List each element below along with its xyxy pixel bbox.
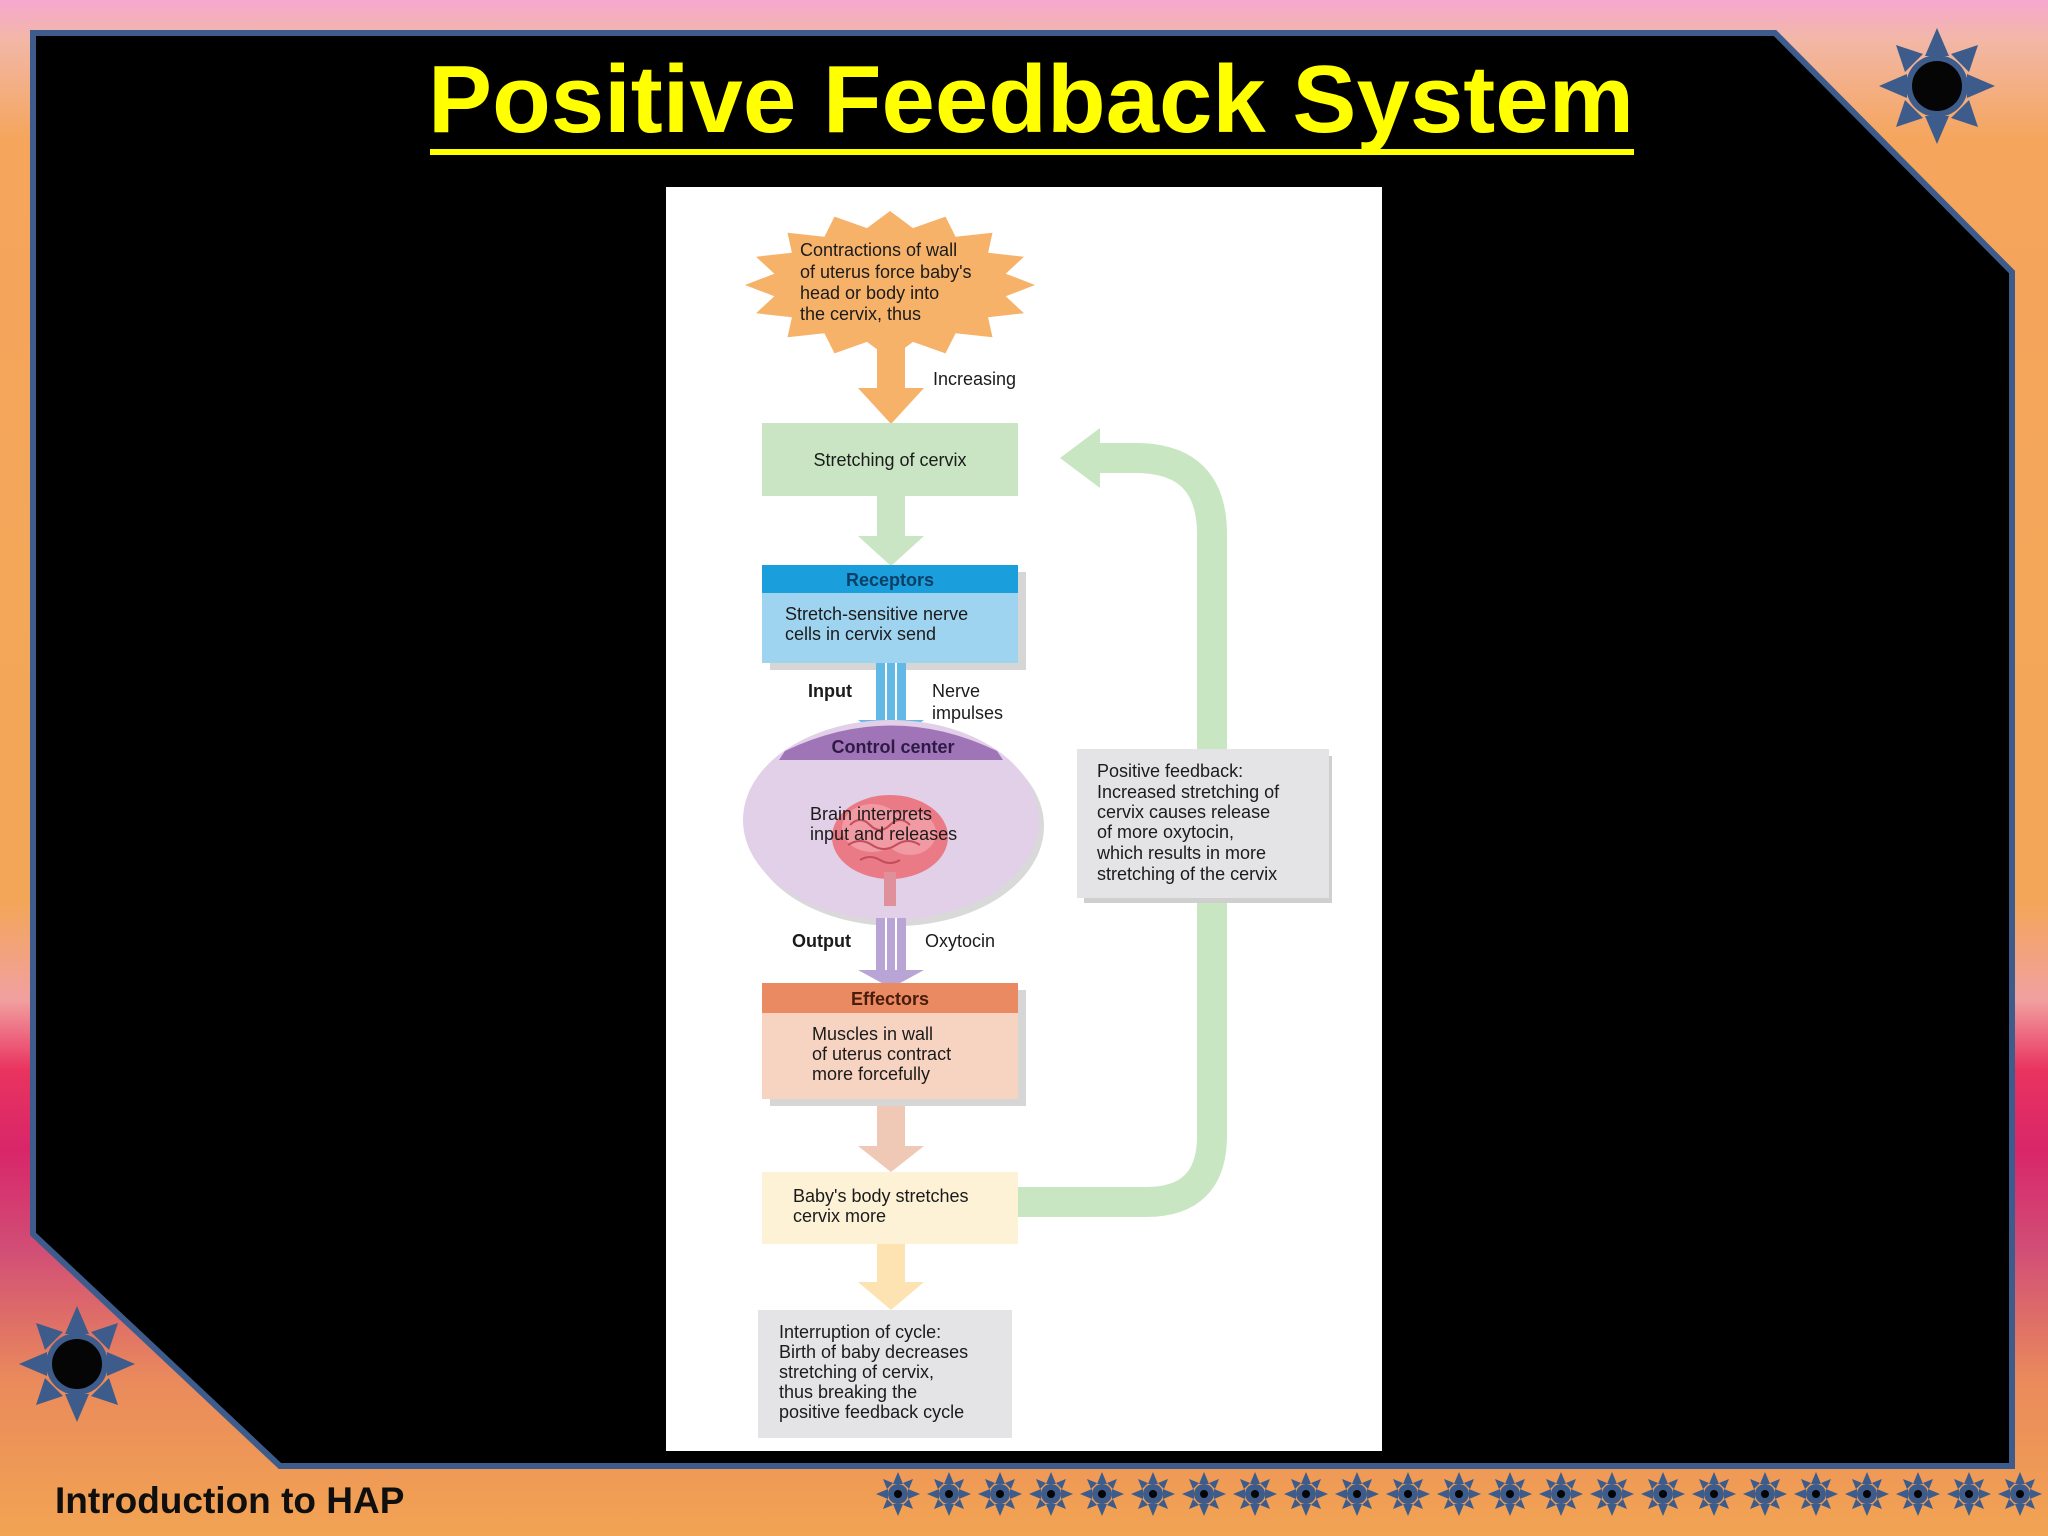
flower-icon xyxy=(1335,1472,1379,1516)
sun-icon xyxy=(19,1306,135,1422)
brain-icon xyxy=(832,795,948,906)
feedback-diagram: Contractions of wall of uterus force bab… xyxy=(743,211,1332,1438)
stimulus-line-2: of uterus force baby's xyxy=(800,262,972,282)
effectors-line-2: of uterus contract xyxy=(812,1044,951,1064)
flower-icon xyxy=(1845,1472,1889,1516)
flower-icon xyxy=(1998,1472,2042,1516)
stretching-label: Stretching of cervix xyxy=(813,450,966,470)
interruption-line-3: stretching of cervix, xyxy=(779,1362,934,1382)
flower-icon xyxy=(1284,1472,1328,1516)
receptors-line-2: cells in cervix send xyxy=(785,624,936,644)
flower-icon xyxy=(1131,1472,1175,1516)
stimulus-line-4: the cervix, thus xyxy=(800,304,921,324)
title-underline xyxy=(430,149,1634,155)
nerve-impulses-line-1: Nerve xyxy=(932,681,980,701)
baby-line-1: Baby's body stretches xyxy=(793,1186,969,1206)
effector-arrowhead xyxy=(858,1146,924,1172)
feedback-note-line-1: Positive feedback: xyxy=(1097,761,1243,781)
effectors-line-3: more forcefully xyxy=(812,1064,930,1084)
flower-icon xyxy=(1641,1472,1685,1516)
baby-arrow xyxy=(877,1244,905,1284)
control-center-line-2: input and releases xyxy=(810,824,957,844)
flower-icon xyxy=(1029,1472,1073,1516)
interruption-line-5: positive feedback cycle xyxy=(779,1402,964,1422)
baby-line-2: cervix more xyxy=(793,1206,886,1226)
feedback-note-box xyxy=(1077,749,1329,898)
flower-icon xyxy=(1182,1472,1226,1516)
baby-arrowhead xyxy=(858,1282,924,1310)
footer-label: Introduction to HAP xyxy=(55,1480,405,1521)
feedback-loop-arrow xyxy=(1017,443,1227,1217)
effectors-body xyxy=(762,1013,1018,1099)
stimulus-arrowhead xyxy=(858,388,924,424)
stretching-box xyxy=(762,423,1018,496)
receptors-header xyxy=(762,565,1018,593)
flower-icon xyxy=(1488,1472,1532,1516)
effector-arrow xyxy=(877,1106,905,1148)
interruption-line-2: Birth of baby decreases xyxy=(779,1342,968,1362)
flower-icon xyxy=(1080,1472,1124,1516)
flower-border xyxy=(876,1472,2042,1516)
feedback-note-line-4: of more oxytocin, xyxy=(1097,822,1234,842)
oxytocin-label: Oxytocin xyxy=(925,931,995,951)
sun-icon xyxy=(1879,28,1995,144)
interruption-line-4: thus breaking the xyxy=(779,1382,917,1402)
receptors-header-label: Receptors xyxy=(846,570,934,590)
flower-icon xyxy=(1539,1472,1583,1516)
stimulus-line-3: head or body into xyxy=(800,283,939,303)
nerve-impulses-line-2: impulses xyxy=(932,703,1003,723)
stretch-arrow xyxy=(877,496,905,538)
effectors-header-label: Effectors xyxy=(851,989,929,1009)
output-arrowhead xyxy=(858,970,924,988)
increasing-label: Increasing xyxy=(933,369,1016,389)
flower-icon xyxy=(1794,1472,1838,1516)
stretch-arrowhead xyxy=(858,536,924,566)
flower-icon xyxy=(1437,1472,1481,1516)
stimulus-arrow xyxy=(877,340,905,390)
stimulus-line-1: Contractions of wall xyxy=(800,240,957,260)
interruption-line-1: Interruption of cycle: xyxy=(779,1322,941,1342)
control-center-header-label: Control center xyxy=(831,737,954,757)
flower-icon xyxy=(1947,1472,1991,1516)
flower-icon xyxy=(1896,1472,1940,1516)
control-center-header xyxy=(779,725,1003,760)
baby-box xyxy=(762,1172,1018,1244)
interruption-box xyxy=(758,1310,1012,1438)
input-arrow xyxy=(876,663,906,725)
output-arrow xyxy=(876,918,906,976)
flower-icon xyxy=(1386,1472,1430,1516)
feedback-arrowhead xyxy=(1060,428,1100,488)
input-label: Input xyxy=(808,681,852,701)
effectors-line-1: Muscles in wall xyxy=(812,1024,933,1044)
receptors-body xyxy=(762,593,1018,663)
slide-title: Positive Feedback System xyxy=(428,46,1634,153)
flower-icon xyxy=(1692,1472,1736,1516)
feedback-note-line-6: stretching of the cervix xyxy=(1097,864,1277,884)
flower-icon xyxy=(876,1472,920,1516)
feedback-note-line-2: Increased stretching of xyxy=(1097,782,1280,802)
stimulus-burst xyxy=(745,211,1035,359)
control-center-line-1: Brain interprets xyxy=(810,804,932,824)
receptors-line-1: Stretch-sensitive nerve xyxy=(785,604,968,624)
output-label: Output xyxy=(792,931,851,951)
flower-icon xyxy=(978,1472,1022,1516)
flower-icon xyxy=(927,1472,971,1516)
flower-icon xyxy=(1590,1472,1634,1516)
effectors-header xyxy=(762,983,1018,1013)
feedback-note-line-3: cervix causes release xyxy=(1097,802,1270,822)
flower-icon xyxy=(1743,1472,1787,1516)
flower-icon xyxy=(1233,1472,1277,1516)
feedback-note-line-5: which results in more xyxy=(1096,843,1266,863)
